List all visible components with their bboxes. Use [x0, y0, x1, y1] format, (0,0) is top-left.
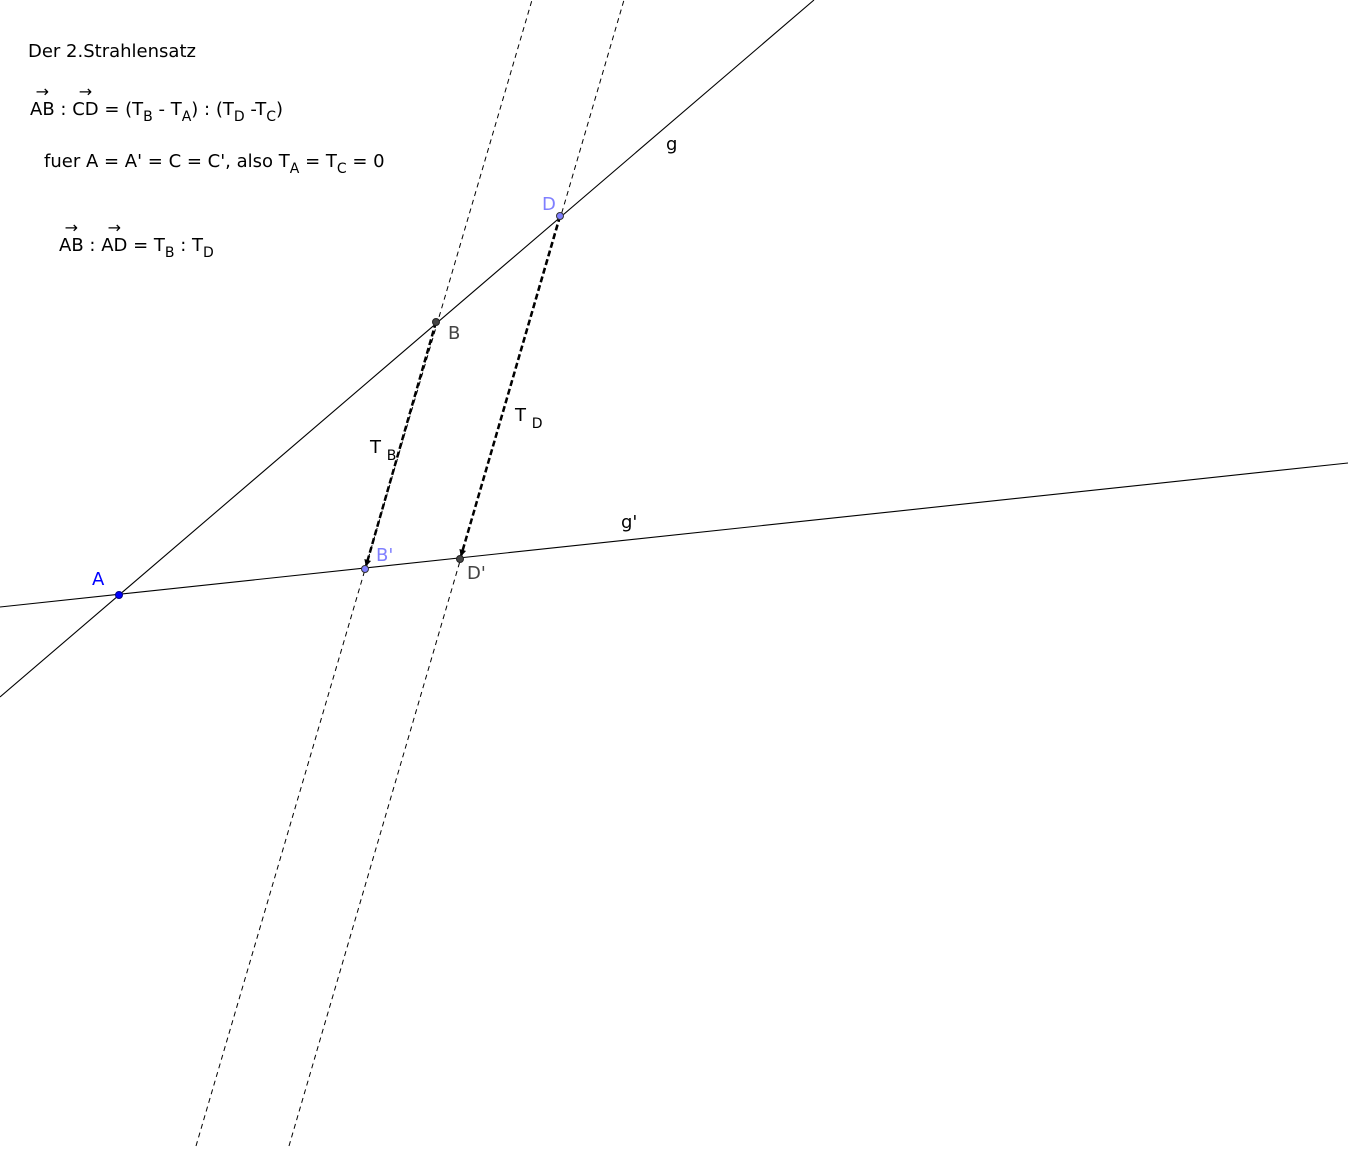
point-b[interactable]	[432, 318, 440, 326]
point-a[interactable]	[115, 591, 123, 599]
vector-tb[interactable]	[364, 321, 438, 567]
formula-subscript: A	[181, 109, 192, 125]
formula-text: : T	[174, 235, 204, 256]
line-g-prime[interactable]	[0, 462, 1348, 608]
formula-text: ) : (T	[191, 99, 234, 120]
formula-text: = 0	[346, 151, 385, 172]
vector-td[interactable]	[459, 215, 562, 557]
label-vector-td-main: T	[514, 405, 527, 426]
point-d-prime[interactable]	[456, 555, 464, 563]
point-b-prime[interactable]	[361, 565, 369, 573]
vector-arrow-icon: →	[107, 218, 121, 237]
vector-cd-label: CD	[72, 99, 99, 120]
vector-arrow-icon: →	[35, 82, 50, 101]
formula-subscript: B	[143, 109, 153, 125]
label-line-g-prime: g'	[621, 512, 637, 533]
vector-ad-label: AD	[101, 235, 128, 256]
formula-subscript: C	[336, 161, 347, 177]
vector-ab: →AB	[30, 84, 55, 120]
formula-strahlensatz: →AB : →CD = (TB - TA) : (TD -TC)	[30, 84, 284, 125]
label-point-b-prime: B'	[376, 545, 393, 566]
label-vector-td: T D	[514, 405, 543, 432]
formula-text: = T	[127, 235, 165, 256]
label-point-d-prime: D'	[467, 563, 486, 584]
vector-cd: →CD	[72, 84, 99, 120]
parallel-line-b[interactable]	[195, 0, 533, 1147]
formula-separator: :	[83, 235, 102, 256]
label-vector-td-sub: D	[532, 416, 543, 432]
label-vector-tb-sub: B	[387, 448, 397, 464]
formula-text: -T	[244, 99, 267, 120]
formula-result: →AB : →AD = TB : TD	[59, 220, 214, 261]
vector-ab: →AB	[59, 220, 84, 256]
formula-condition: fuer A = A' = C = C', also TA = TC = 0	[44, 151, 385, 177]
formula-subscript: D	[233, 109, 245, 125]
label-line-g: g	[666, 134, 677, 155]
formula-subscript: B	[164, 245, 175, 261]
formula-text: - T	[152, 99, 182, 120]
vector-ab-label: AB	[30, 99, 55, 120]
label-point-a: A	[92, 569, 105, 590]
formula-text: fuer A = A' = C = C', also T	[44, 151, 290, 172]
formula-subscript: D	[203, 245, 214, 261]
formula-text: = T	[299, 151, 337, 172]
vector-arrow-icon: →	[78, 82, 93, 101]
label-vector-tb-main: T	[369, 437, 382, 458]
label-point-d: D	[542, 194, 556, 215]
vector-ab-label: AB	[59, 235, 84, 256]
formula-text: )	[275, 99, 284, 120]
point-d[interactable]	[556, 212, 564, 220]
formula-separator: :	[54, 99, 73, 120]
formula-subscript: A	[289, 161, 300, 177]
vector-ad: →AD	[101, 220, 128, 256]
label-point-b: B	[448, 323, 460, 344]
vector-arrow-icon: →	[64, 218, 79, 237]
line-g[interactable]	[0, 0, 815, 698]
parallel-line-d[interactable]	[288, 0, 625, 1147]
label-vector-tb: T B	[369, 437, 396, 464]
title-text: Der 2.Strahlensatz	[28, 41, 196, 62]
formula-subscript: C	[266, 109, 276, 125]
formula-text: = (T	[98, 99, 144, 120]
